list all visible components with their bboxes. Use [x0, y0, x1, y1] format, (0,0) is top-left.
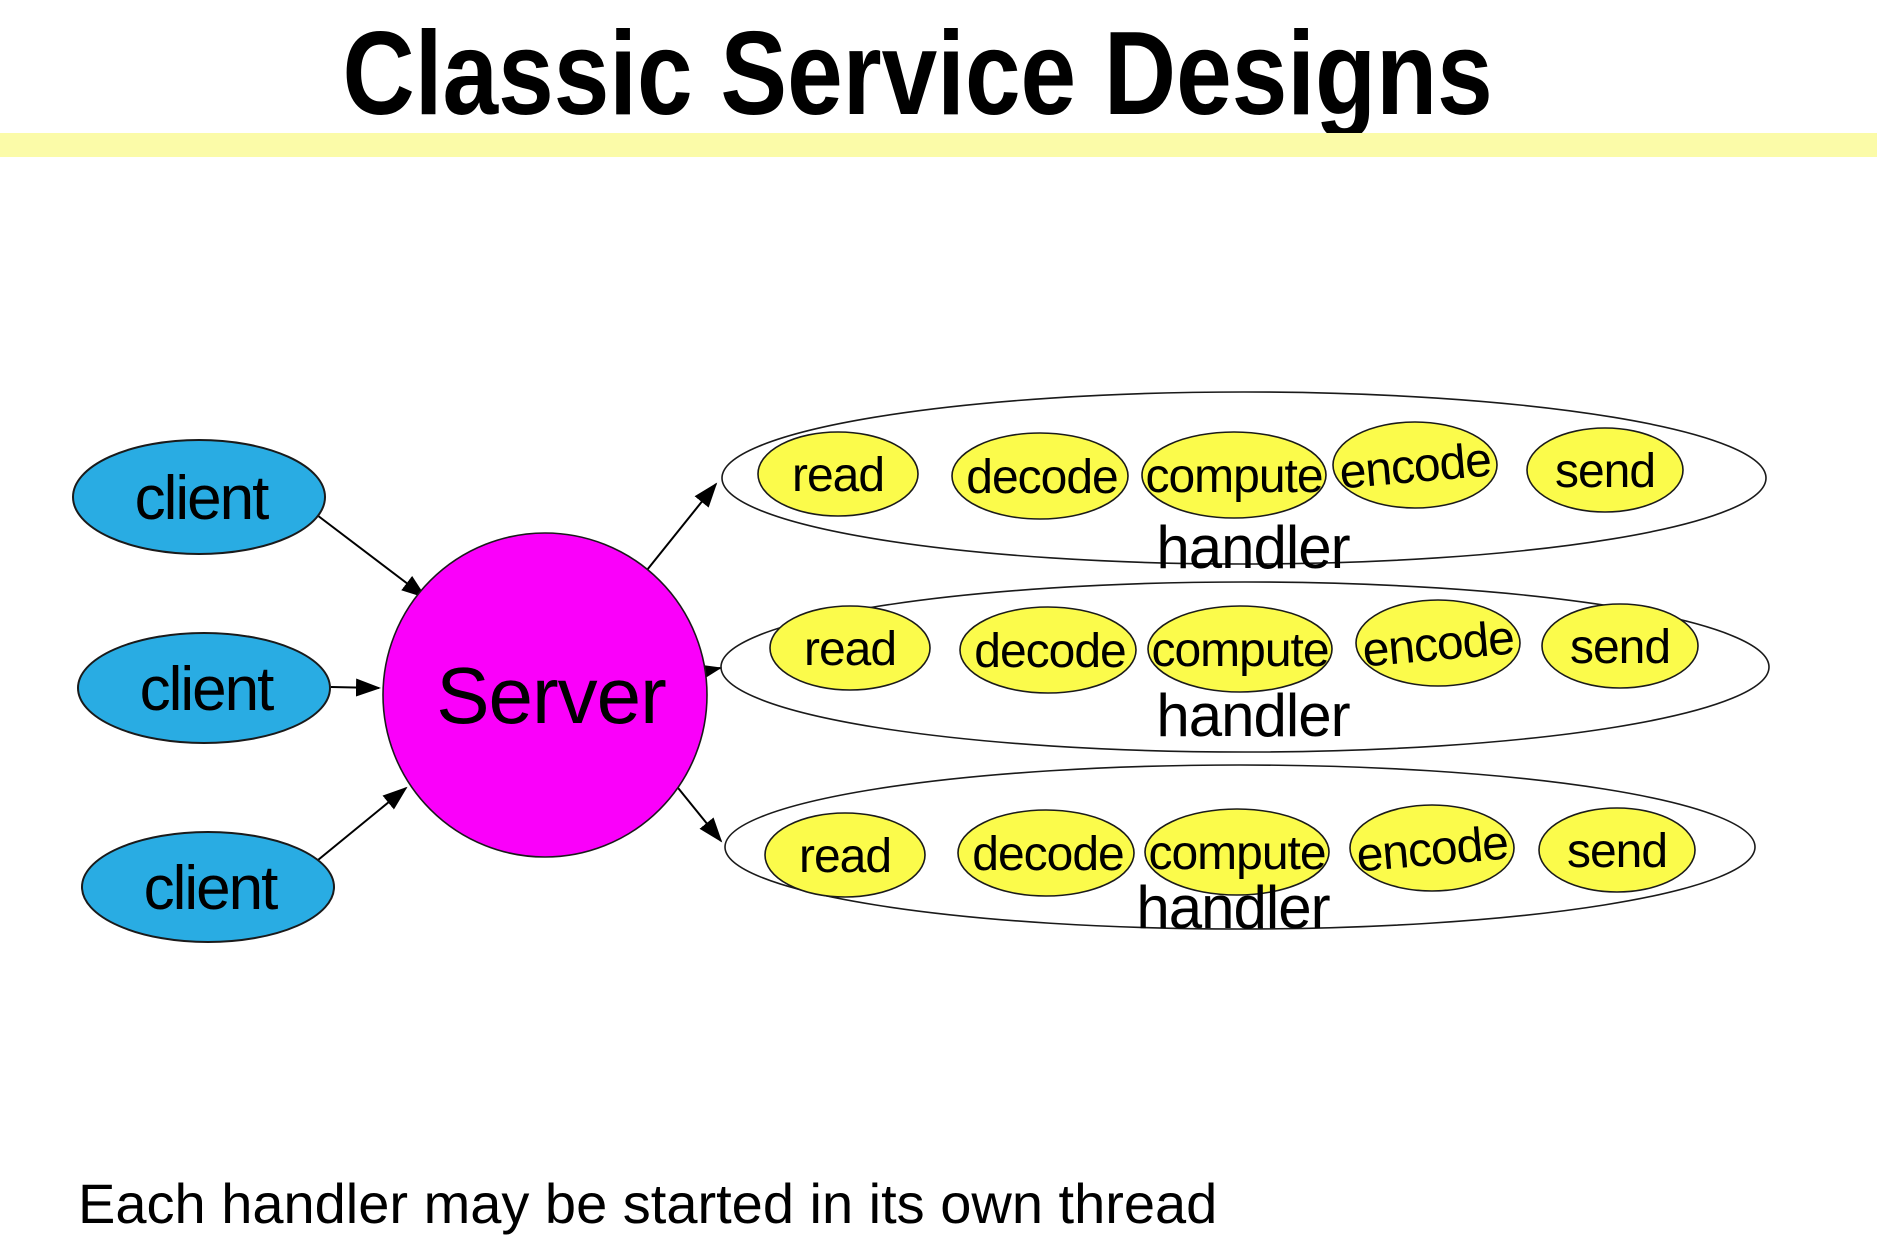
client-node-1: client — [72, 439, 326, 555]
stage-ellipse-encode-3 — [1349, 804, 1515, 892]
stage-ellipse-compute-1 — [1141, 431, 1327, 519]
client-ellipse-1 — [72, 439, 326, 555]
stage-label-send-3: send — [1567, 825, 1667, 878]
title-accent-bar — [0, 133, 1877, 157]
client-node-2: client — [77, 632, 331, 744]
arrow-client3-server — [317, 786, 408, 861]
stage-label-send-2: send — [1570, 621, 1670, 674]
stage-ellipse-compute-3 — [1144, 808, 1330, 896]
stage-label-send-1: send — [1555, 445, 1655, 498]
stage-label-encode-1: encode — [1337, 433, 1493, 499]
server-label: Server — [436, 651, 666, 740]
stage-ellipse-read-1 — [757, 431, 919, 517]
stage-label-compute-3: compute — [1148, 827, 1325, 880]
stage-label-compute-1: compute — [1145, 450, 1322, 503]
client-label-3: client — [144, 854, 279, 923]
page-title: Classic Service Designs — [342, 7, 1494, 140]
stage-ellipse-encode-2 — [1355, 599, 1521, 687]
stage-label-read-1: read — [792, 449, 884, 502]
arrow-server-handler1 — [646, 482, 718, 571]
footer-note: Each handler may be started in its own t… — [78, 1172, 1218, 1235]
handler-1-stages: read decode compute encode send — [757, 421, 1684, 520]
stage-label-decode-2: decode — [974, 625, 1125, 678]
stage-label-compute-2: compute — [1151, 624, 1328, 677]
handler-3-stages: read decode compute encode send — [764, 804, 1696, 898]
client-label-2: client — [140, 655, 275, 724]
stage-ellipse-send-2 — [1541, 603, 1699, 689]
handler-2-stages: read decode compute encode send — [769, 599, 1699, 694]
client-ellipse-3 — [81, 831, 335, 943]
client-ellipse-2 — [77, 632, 331, 744]
stage-ellipse-read-2 — [769, 605, 931, 691]
stage-ellipse-decode-1 — [951, 432, 1129, 520]
handler-label-1: handler — [1156, 514, 1349, 581]
server-node: Server — [382, 532, 708, 858]
stage-label-decode-3: decode — [972, 828, 1123, 881]
stage-ellipse-send-3 — [1538, 807, 1696, 893]
stage-ellipse-decode-2 — [959, 606, 1137, 694]
stage-ellipse-compute-2 — [1147, 605, 1333, 693]
handler-label-3: handler — [1136, 874, 1329, 941]
arrow-client1-server — [312, 511, 427, 599]
stage-ellipse-encode-1 — [1332, 421, 1498, 509]
stage-label-encode-3: encode — [1354, 816, 1510, 882]
stage-label-decode-1: decode — [966, 451, 1117, 504]
client-label-1: client — [135, 464, 270, 533]
stage-ellipse-send-1 — [1526, 427, 1684, 513]
stage-ellipse-decode-3 — [957, 809, 1135, 897]
handler-label-2: handler — [1156, 682, 1349, 749]
arrow-client2-server — [330, 678, 381, 697]
server-circle — [382, 532, 708, 858]
client-node-3: client — [81, 831, 335, 943]
arrow-server-handler3 — [669, 777, 723, 843]
stage-label-read-2: read — [804, 623, 896, 676]
stage-ellipse-read-3 — [764, 812, 926, 898]
stage-label-read-3: read — [799, 830, 891, 883]
stage-label-encode-2: encode — [1360, 611, 1516, 677]
